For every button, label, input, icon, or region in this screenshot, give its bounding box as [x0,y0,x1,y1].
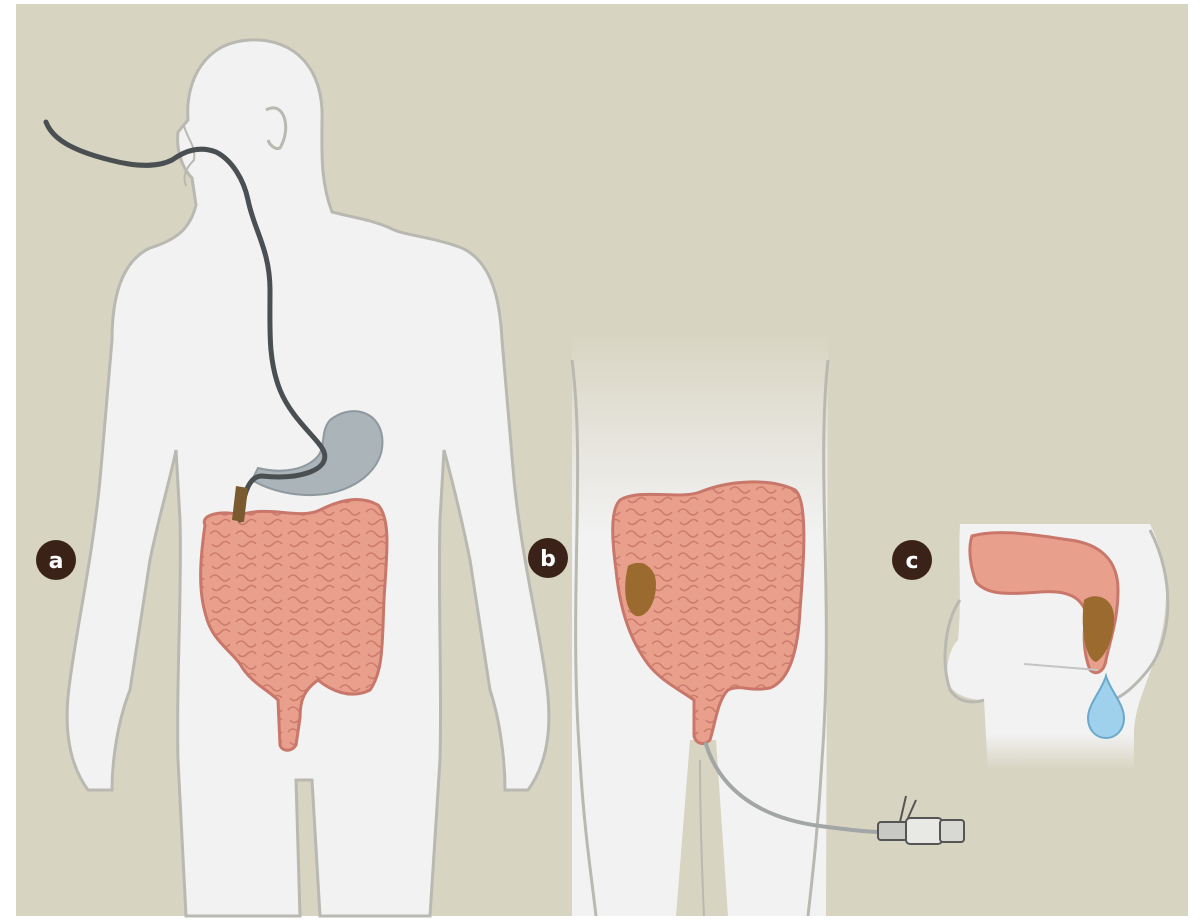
label-b: b [540,547,556,572]
label-a: a [49,549,64,574]
label-c: c [905,549,918,574]
